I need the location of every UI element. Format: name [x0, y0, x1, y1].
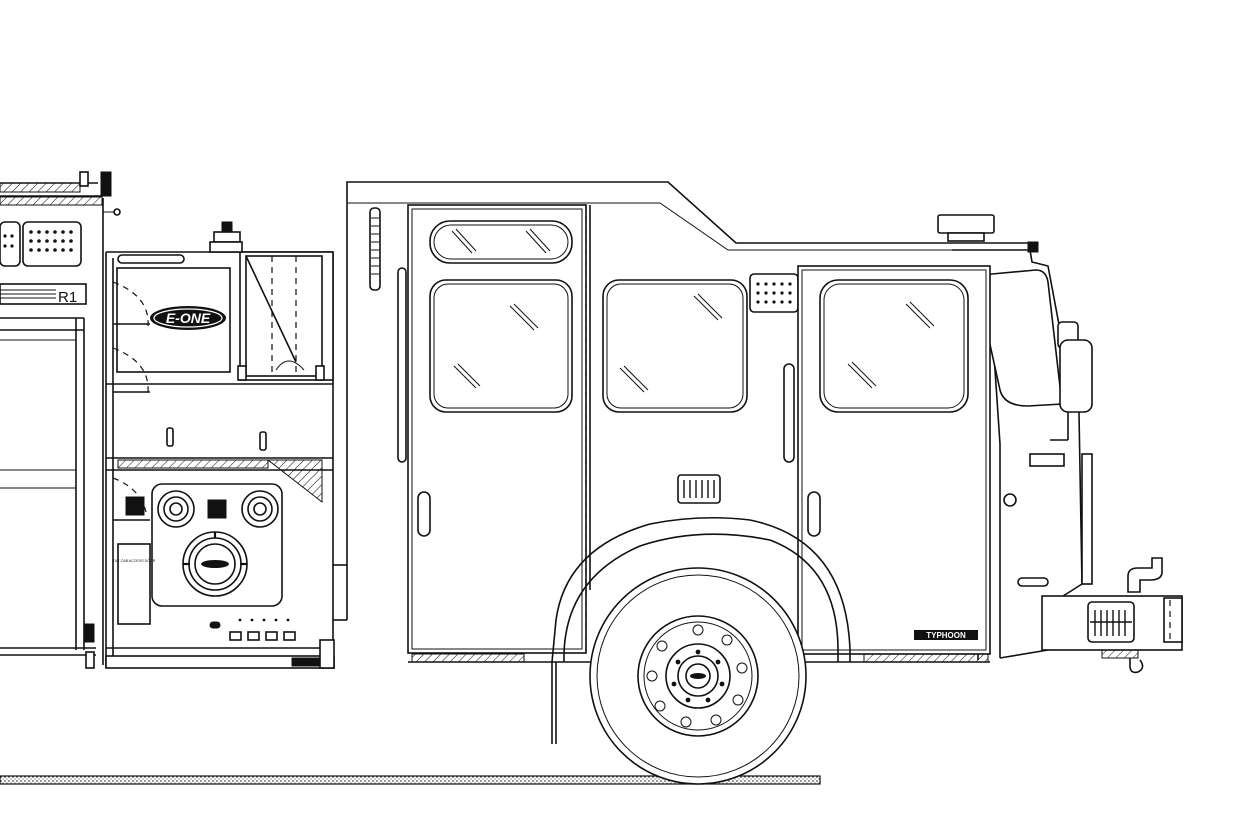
compartment-label: R1: [58, 289, 77, 306]
model-badge: TYPHOON: [914, 630, 978, 640]
rear-body: R1: [0, 171, 121, 669]
control-buttons: [209, 618, 296, 641]
light-grid: [3, 230, 73, 252]
front-wheel: [589, 567, 807, 785]
brand-badge: E-ONE: [150, 306, 226, 330]
front-bumper: [1041, 557, 1183, 674]
brand-badge-text: E-ONE: [166, 310, 211, 326]
fender: [551, 516, 851, 744]
discharge-outlet-left: [157, 490, 195, 528]
ground-line: [0, 775, 821, 785]
main-intake: [182, 531, 248, 597]
model-badge-text: TYPHOON: [926, 631, 966, 640]
panel-note: TILT CAB ACCESS DOOR: [113, 559, 156, 563]
pump-module: E-ONE: [105, 221, 347, 669]
cab: TYPHOON: [346, 181, 1093, 663]
discharge-outlet-right: [241, 490, 279, 528]
